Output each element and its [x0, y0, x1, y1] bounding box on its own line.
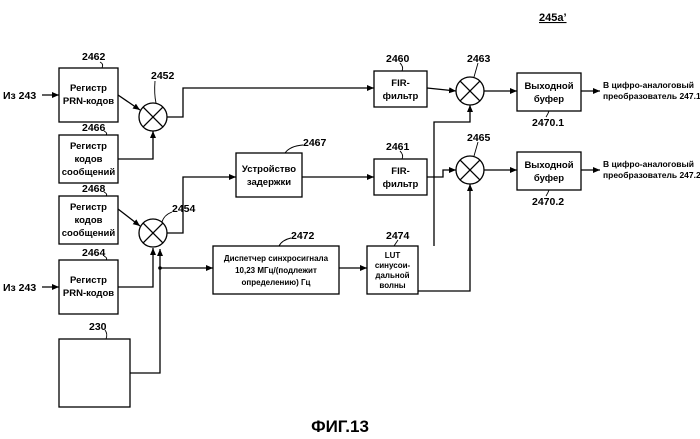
output-1-line1: В цифро-аналоговый [603, 80, 694, 90]
lut-line1: LUT [385, 251, 401, 260]
block-buf-bot: Выходной буфер [517, 152, 581, 190]
block-buf-top: Выходной буфер [517, 73, 581, 111]
ref-2465: 2465 [467, 132, 491, 144]
block-delay: Устройство задержки [236, 153, 302, 197]
dispatcher-line1: Диспетчер синхросигнала [224, 254, 329, 263]
lut-line3: дальной [375, 271, 409, 280]
figure-id: 245a’ [539, 12, 567, 24]
block-fir-top: FIR- фильтр [374, 71, 427, 107]
block-reg-prn-bot: Регистр PRN-кодов [59, 260, 118, 314]
ref-2460: 2460 [386, 53, 410, 65]
lut-line4: волны [379, 281, 405, 290]
output-2-line1: В цифро-аналоговый [603, 159, 694, 169]
input-label-1: Из 243 [3, 90, 36, 102]
block-reg-msg-bot: Регистр кодов сообщений [59, 196, 118, 244]
buf-bot-line1: Выходной [524, 160, 573, 171]
dispatcher-line3: определению) Гц [242, 278, 311, 287]
wire-fir1-mix [427, 88, 456, 91]
ref-2470-1: 2470.1 [532, 117, 564, 129]
reg-msg-top-line2: кодов [75, 154, 103, 165]
wire-prn1-mix [118, 95, 140, 110]
fir-bot-line2: фильтр [383, 179, 419, 190]
reference-labels: 2462 2452 2466 2468 2454 2464 230 2467 2… [82, 51, 564, 339]
reg-msg-bot-line3: сообщений [62, 228, 116, 239]
connections [42, 88, 600, 373]
block-lut: LUT синусои- дальной волны [367, 246, 418, 294]
ref-2462: 2462 [82, 51, 106, 63]
wire-mix2452-fir [167, 88, 374, 117]
fir-top-line2: фильтр [383, 91, 419, 102]
ref-230: 230 [89, 321, 107, 333]
buf-top-line1: Выходной [524, 81, 573, 92]
ref-2463: 2463 [467, 53, 491, 65]
wire-lut-mix2465 [418, 184, 470, 291]
delay-line2: задержки [247, 177, 291, 188]
fir-bot-line1: FIR- [391, 166, 409, 177]
ref-2461: 2461 [386, 141, 410, 153]
reg-msg-top-line3: сообщений [62, 167, 116, 178]
output-2-line2: преобразователь 247.2 [603, 170, 700, 180]
reg-msg-bot-line2: кодов [75, 215, 103, 226]
block-fir-bot: FIR- фильтр [374, 159, 427, 195]
wire-230-dispatch [130, 268, 213, 373]
ref-2452: 2452 [151, 70, 175, 82]
wire-msg2-mix [118, 209, 140, 226]
ref-2464: 2464 [82, 247, 106, 259]
block-reg-msg-top: Регистр кодов сообщений [59, 135, 118, 183]
output-1-line2: преобразователь 247.1 [603, 91, 700, 101]
ref-2454: 2454 [172, 203, 196, 215]
reg-prn-top-line2: PRN-кодов [63, 96, 114, 107]
mixer-2452 [139, 103, 167, 131]
lut-line2: синусои- [375, 261, 411, 270]
block-reg-prn-top: Регистр PRN-кодов [59, 68, 118, 122]
ref-2468: 2468 [82, 183, 106, 195]
buf-bot-line2: буфер [534, 173, 564, 184]
dispatcher-line2: 10,23 МГц/(подлежит [235, 266, 317, 275]
ref-2467: 2467 [303, 137, 327, 149]
wire-fir2-mix [427, 170, 456, 177]
wire-prn2-mix [118, 248, 153, 287]
ref-2472: 2472 [291, 230, 315, 242]
junction-dot [158, 266, 162, 270]
reg-prn-bot-line2: PRN-кодов [63, 288, 114, 299]
mixer-2465 [456, 156, 484, 184]
delay-line1: Устройство [242, 164, 296, 175]
reg-prn-bot-line1: Регистр [70, 275, 107, 286]
ref-2470-2: 2470.2 [532, 196, 564, 208]
mixer-2454 [139, 219, 167, 247]
ref-2466: 2466 [82, 122, 106, 134]
block-230 [59, 339, 130, 407]
input-label-2: Из 243 [3, 282, 36, 294]
reg-prn-top-line1: Регистр [70, 83, 107, 94]
block-dispatcher: Диспетчер синхросигнала 10,23 МГц/(подле… [213, 246, 339, 294]
fir-top-line1: FIR- [391, 78, 409, 89]
reg-msg-bot-line1: Регистр [70, 202, 107, 213]
figure-caption: ФИГ.13 [311, 417, 369, 436]
mixer-2463 [456, 77, 484, 105]
buf-top-line2: буфер [534, 94, 564, 105]
reg-msg-top-line1: Регистр [70, 141, 107, 152]
wire-msg1-mix [118, 131, 153, 159]
